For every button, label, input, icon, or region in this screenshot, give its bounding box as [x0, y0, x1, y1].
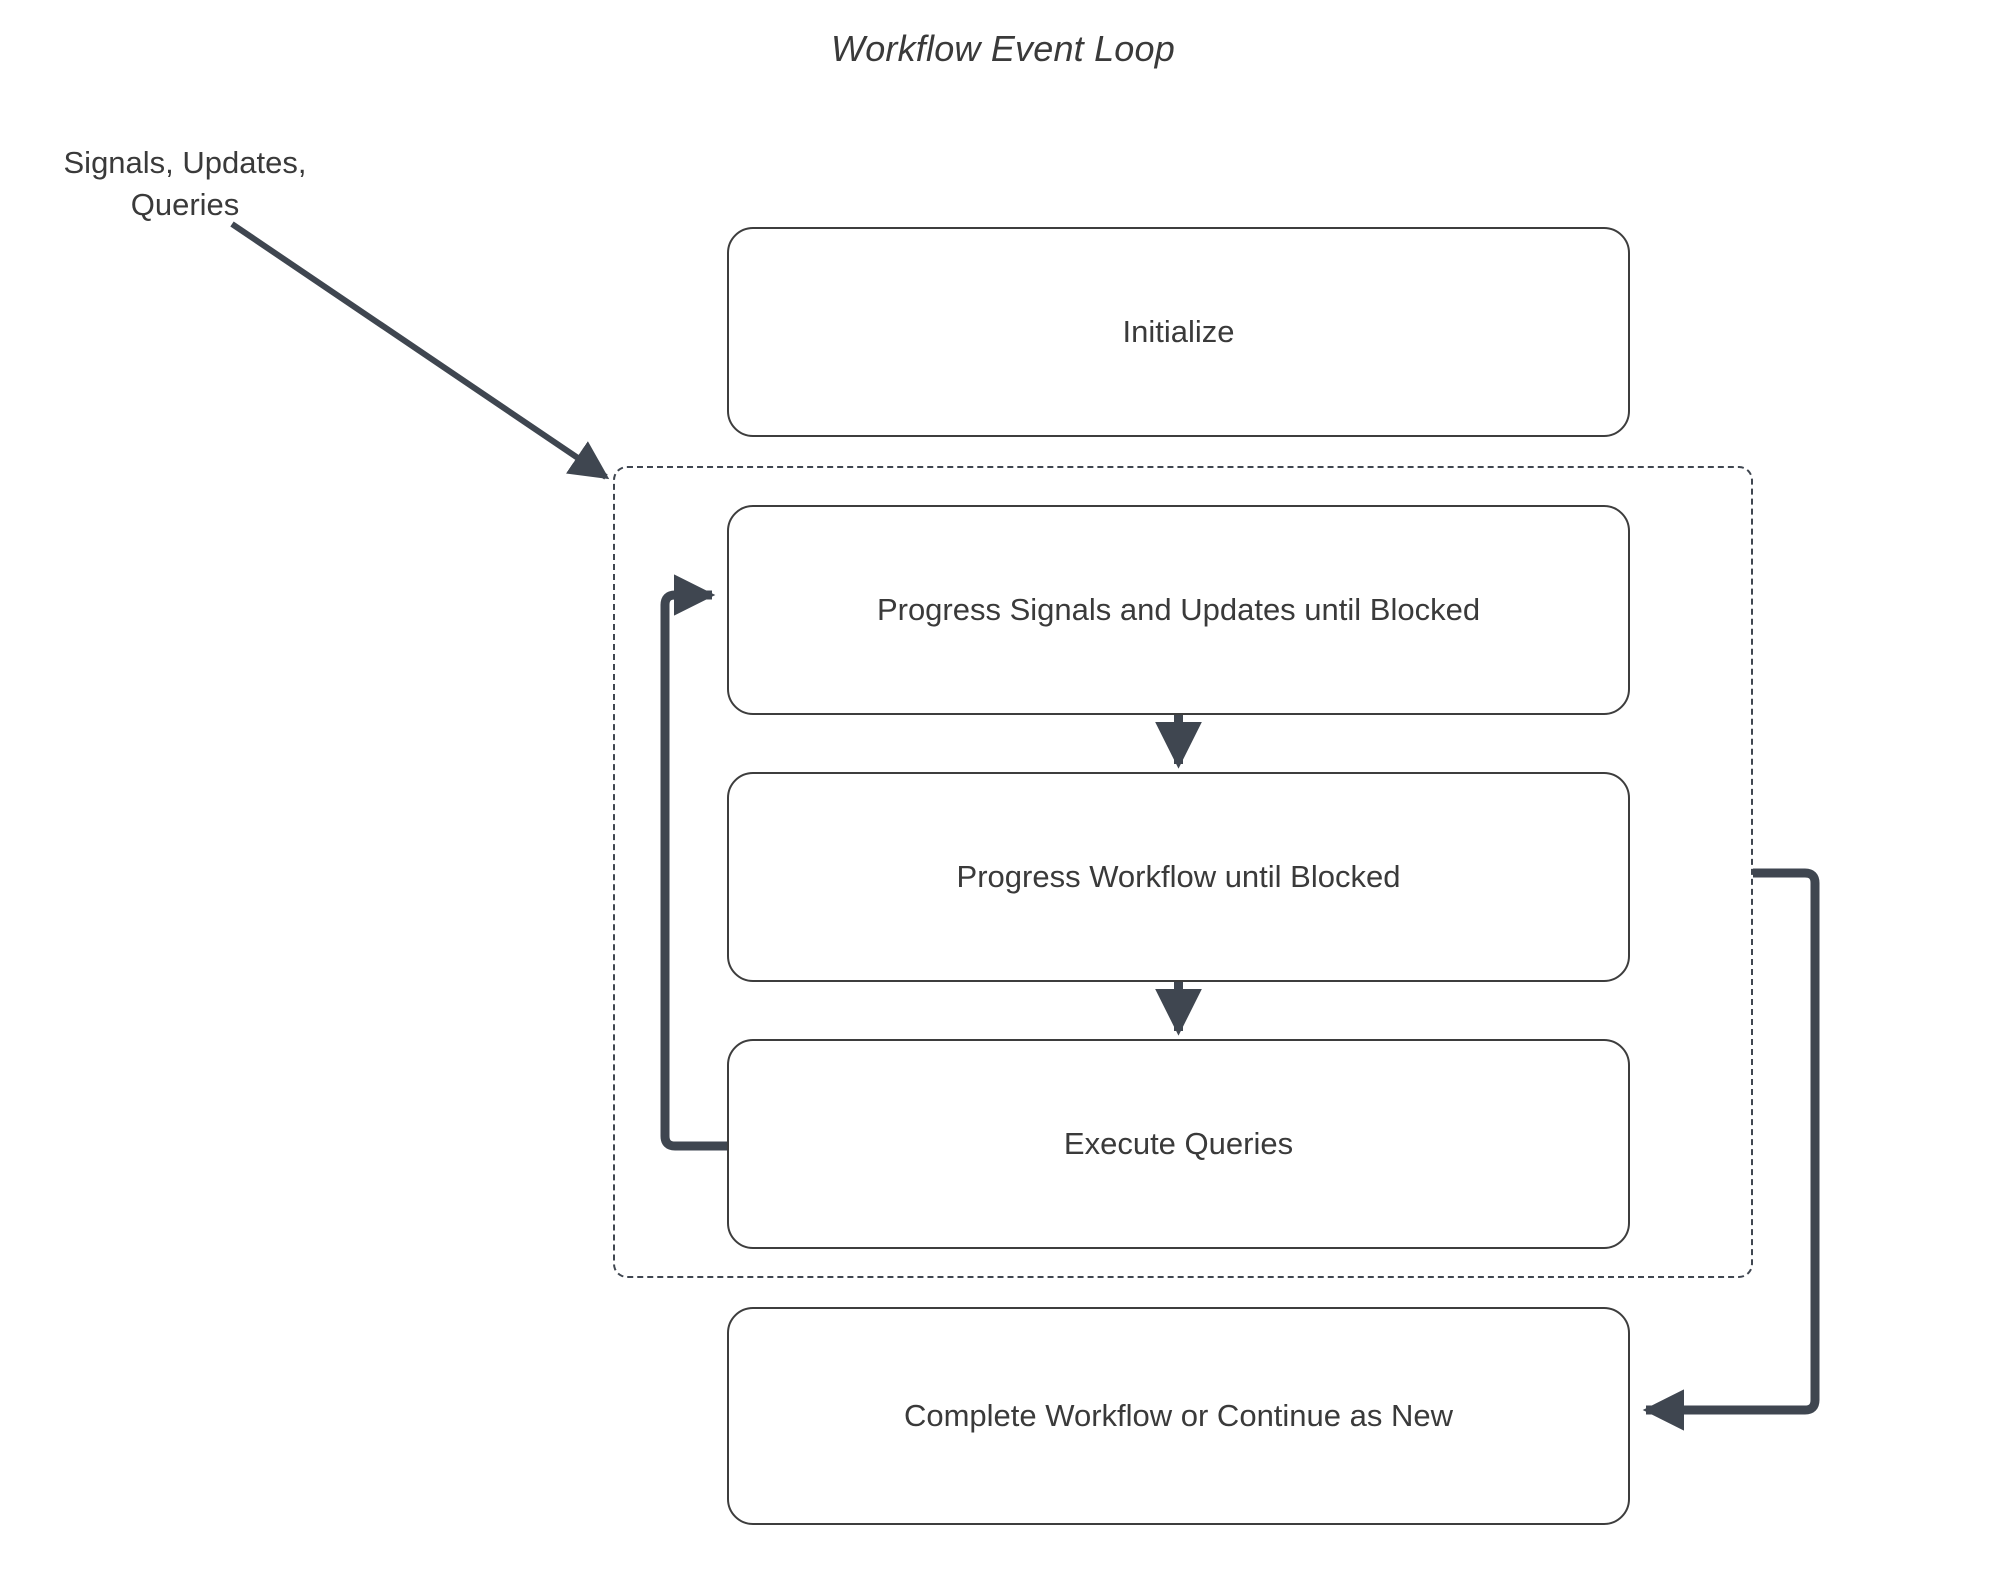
page-title: Workflow Event Loop [831, 28, 1175, 69]
node-initialize-label: Initialize [1122, 314, 1235, 349]
node-execute-queries-label: Execute Queries [1063, 1126, 1294, 1161]
node-initialize[interactable]: Initialize [727, 227, 1630, 437]
node-progress-signals-label: Progress Signals and Updates until Block… [876, 592, 1481, 627]
loop-container-boundary [613, 466, 1753, 1278]
node-progress-workflow-label: Progress Workflow until Blocked [956, 859, 1401, 894]
node-progress-workflow[interactable]: Progress Workflow until Blocked [727, 772, 1630, 982]
node-complete-workflow[interactable]: Complete Workflow or Continue as New [727, 1307, 1630, 1525]
node-progress-signals[interactable]: Progress Signals and Updates until Block… [727, 505, 1630, 715]
edge-input-to-loop [230, 221, 610, 480]
external-input-label: Signals, Updates, Queries [63, 145, 307, 222]
node-complete-workflow-label: Complete Workflow or Continue as New [903, 1398, 1454, 1433]
node-execute-queries[interactable]: Execute Queries [727, 1039, 1630, 1249]
